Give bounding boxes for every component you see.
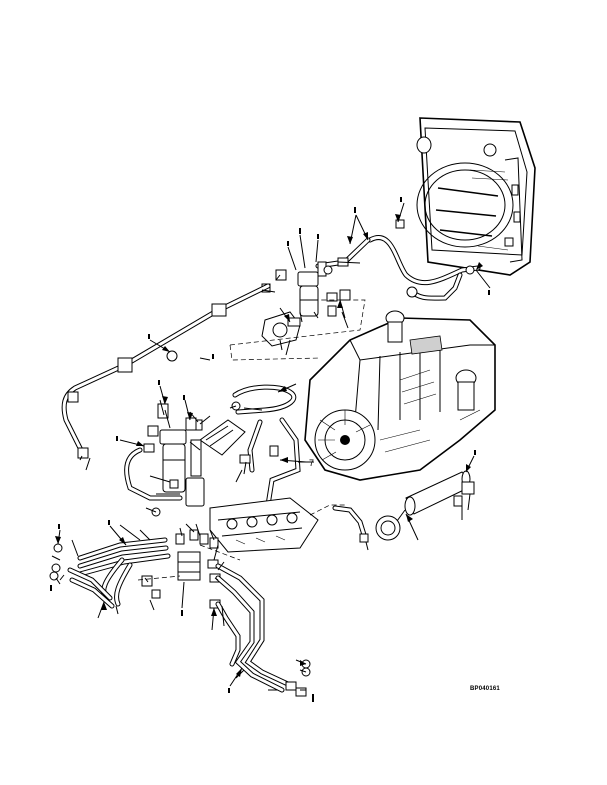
- callout-markers: [50, 197, 490, 702]
- water-separator: [124, 403, 205, 517]
- fuel-line-left: [61, 283, 271, 459]
- filter-canister: [299, 285, 319, 317]
- lower-hydraulic-lines: [49, 529, 311, 697]
- manifold-block: [177, 551, 201, 581]
- figure-id: BP040161: [470, 686, 500, 692]
- leader-lines: [51, 202, 491, 691]
- callout-7: 7: [309, 458, 314, 468]
- fan-shroud-ring: [416, 162, 514, 248]
- pump-assembly: [229, 299, 366, 361]
- separator-bowl: [162, 443, 186, 493]
- fuel-filter-upper: [261, 261, 351, 317]
- radiator-cap: [416, 136, 432, 154]
- center-hoses: [199, 384, 301, 508]
- valve-bank: [209, 497, 345, 553]
- accumulator: [332, 470, 475, 543]
- radiator-assembly: [416, 117, 536, 276]
- arrow-heads: [55, 214, 483, 677]
- engine-block: [304, 310, 496, 481]
